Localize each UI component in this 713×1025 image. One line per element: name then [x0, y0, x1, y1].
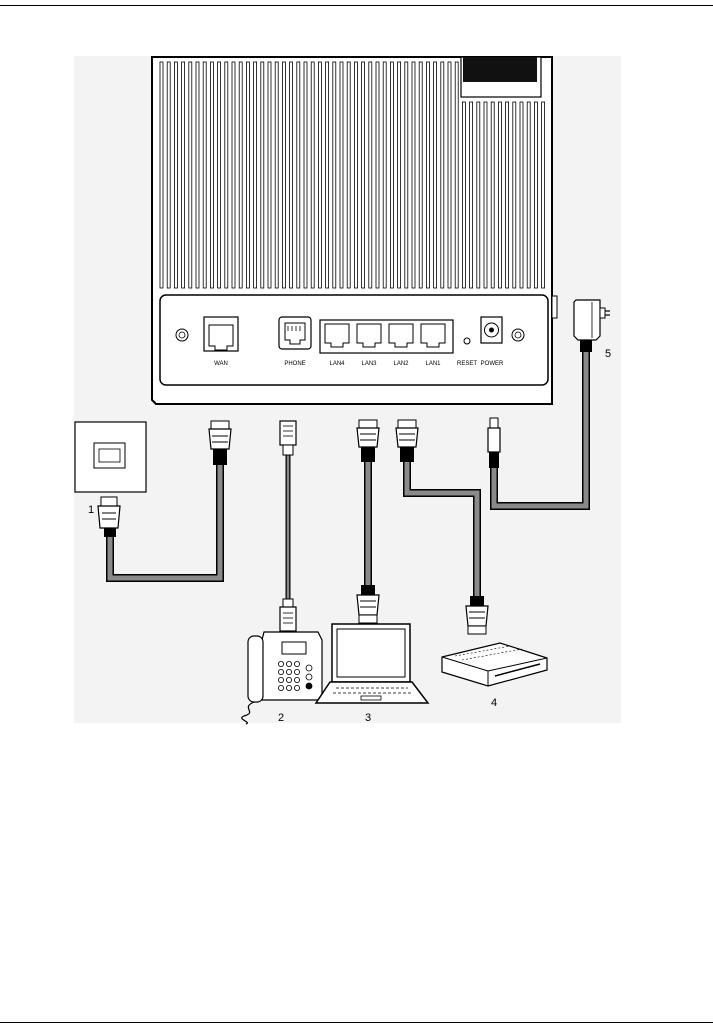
wan-port	[204, 317, 238, 351]
router-side-tab	[552, 296, 557, 318]
wan-port-label: WAN	[214, 361, 228, 367]
lan2-port-label: LAN2	[393, 361, 409, 367]
keypad-key	[286, 677, 291, 682]
keypad-key	[286, 685, 291, 690]
lan3-port-label: LAN3	[361, 361, 377, 367]
keypad-key	[294, 685, 299, 690]
phone-port	[279, 317, 311, 349]
function-key	[306, 683, 312, 689]
power-plug	[488, 418, 500, 468]
keypad-key	[294, 677, 299, 682]
callout-1: 1	[88, 504, 94, 516]
router: WAN PHONE LAN4 LAN3 LAN2 LAN1	[152, 57, 557, 404]
keypad-key	[294, 661, 299, 666]
lan4-port-label: LAN4	[329, 361, 345, 367]
router-badge-fill	[463, 57, 537, 82]
callout-3: 3	[365, 712, 371, 724]
power-port	[481, 317, 502, 343]
lan1-port-label: LAN1	[425, 361, 441, 367]
power-port-label: POWER	[481, 361, 504, 367]
keypad-key	[278, 669, 283, 674]
reset-label: RESET	[457, 361, 477, 367]
lan-port-block	[320, 320, 453, 353]
keypad-key	[286, 669, 291, 674]
keypad-key	[294, 669, 299, 674]
footer-rule	[0, 1022, 713, 1023]
telephone-handset	[248, 636, 263, 702]
function-key	[306, 665, 312, 671]
callout-5: 5	[605, 348, 611, 360]
function-key	[306, 674, 312, 680]
callout-2: 2	[278, 712, 284, 724]
screw-left	[176, 329, 188, 341]
keypad-key	[278, 661, 283, 666]
phone-port-label: PHONE	[284, 361, 305, 367]
reset-button	[464, 338, 470, 344]
wall-socket	[75, 422, 146, 492]
keypad-key	[286, 661, 291, 666]
callout-4: 4	[491, 697, 497, 709]
screw-right	[512, 329, 524, 341]
telephone-display	[282, 642, 306, 654]
keypad-key	[278, 685, 283, 690]
keypad-key	[278, 677, 283, 682]
